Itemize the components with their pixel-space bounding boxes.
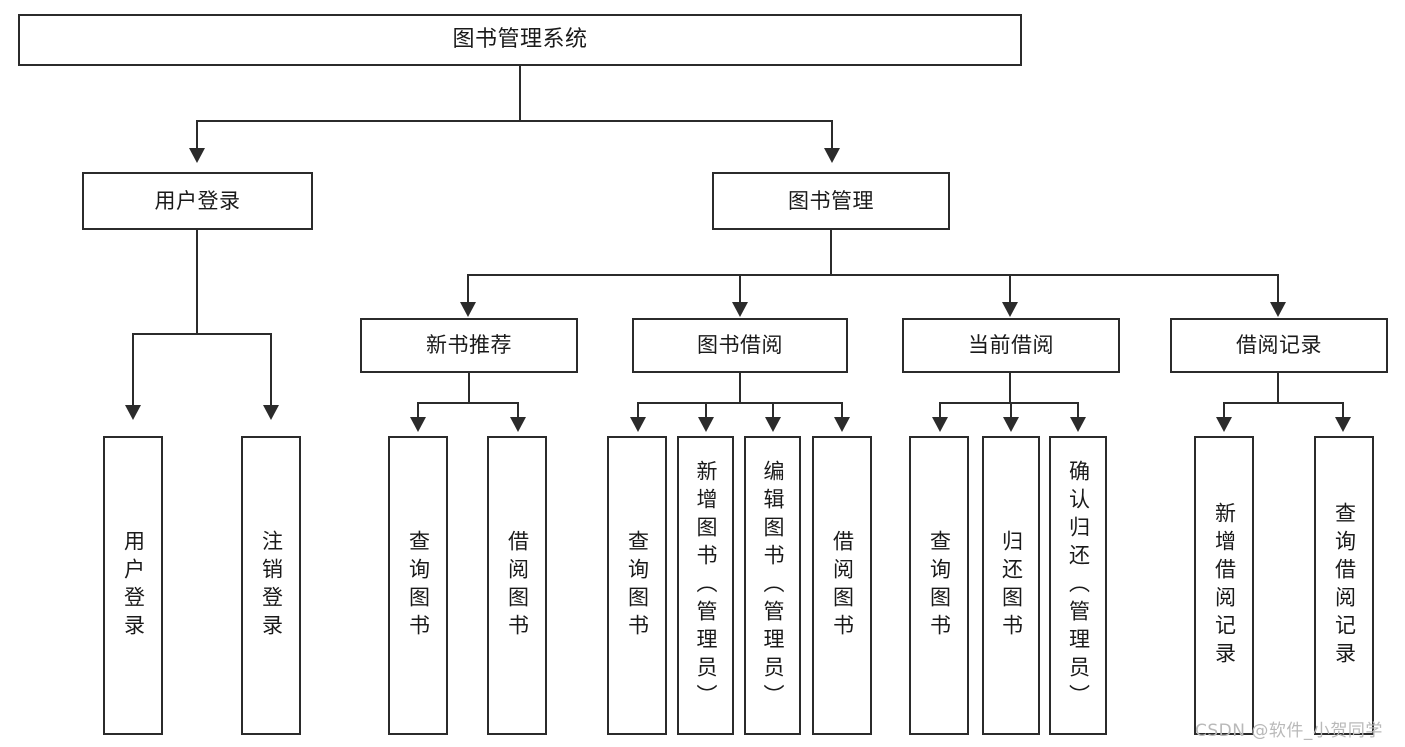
- node-label: 图书管理系统: [452, 27, 588, 53]
- connector-root-stem: [519, 66, 521, 121]
- leaf-confirm-return-admin[interactable]: 确认归还（管理员）: [1049, 436, 1107, 735]
- connector-user-login-bus: [132, 333, 272, 335]
- node-current-borrow[interactable]: 当前借阅: [902, 318, 1120, 373]
- connector-borrow-record-drop-1: [1223, 402, 1225, 419]
- connector-new-book-drop-2: [517, 402, 519, 419]
- node-label: 图书借阅: [697, 333, 783, 358]
- arrow-to-leaf-add-book: [698, 417, 714, 432]
- arrow-root-to-book-manage: [824, 148, 840, 163]
- connector-new-book-bus: [417, 402, 519, 404]
- node-label: 新书推荐: [426, 333, 512, 358]
- node-label: 用户登录: [121, 529, 146, 642]
- leaf-query-borrow-record[interactable]: 查询借阅记录: [1314, 436, 1374, 735]
- arrow-to-new-book-recommend: [460, 302, 476, 317]
- leaf-borrow-book-recommend[interactable]: 借阅图书: [487, 436, 547, 735]
- connector-current-borrow-drop-3: [1077, 402, 1079, 419]
- node-label: 归还图书: [999, 529, 1024, 642]
- node-label: 用户登录: [154, 188, 241, 213]
- connector-borrow-record-stem: [1277, 373, 1279, 403]
- node-label: 注销登录: [259, 529, 284, 642]
- arrow-root-to-user-login: [189, 148, 205, 163]
- connector-current-borrow-drop-2: [1010, 402, 1012, 419]
- connector-new-book-stem: [468, 373, 470, 403]
- arrow-to-leaf-confirm-return: [1070, 417, 1086, 432]
- arrow-to-leaf-borrow-book-1: [510, 417, 526, 432]
- connector-book-borrow-bus: [637, 402, 843, 404]
- node-label: 查询借阅记录: [1332, 501, 1357, 670]
- csdn-watermark: CSDN @软件_小贺同学: [1195, 721, 1383, 741]
- node-label: 借阅图书: [830, 529, 855, 642]
- node-label: 查询图书: [406, 529, 431, 642]
- arrow-to-leaf-query-book-3: [932, 417, 948, 432]
- connector-user-login-stem: [196, 230, 198, 334]
- connector-book-borrow-stem: [739, 373, 741, 403]
- leaf-return-book[interactable]: 归还图书: [982, 436, 1040, 735]
- connector-book-manage-bus: [467, 274, 1278, 276]
- leaf-query-book-current[interactable]: 查询图书: [909, 436, 969, 735]
- node-label: 图书管理: [788, 188, 874, 213]
- connector-book-borrow-drop-1: [637, 402, 639, 419]
- connector-current-borrow-stem: [1009, 373, 1011, 403]
- arrow-to-borrow-record: [1270, 302, 1286, 317]
- arrow-to-leaf-add-record: [1216, 417, 1232, 432]
- node-label: 查询图书: [927, 529, 952, 642]
- arrow-to-leaf-return-book: [1003, 417, 1019, 432]
- connector-new-book-drop-1: [417, 402, 419, 419]
- node-borrow-record[interactable]: 借阅记录: [1170, 318, 1388, 373]
- leaf-query-book-recommend[interactable]: 查询图书: [388, 436, 448, 735]
- arrow-to-leaf-query-book-1: [410, 417, 426, 432]
- connector-root-to-user-login: [196, 120, 198, 150]
- leaf-logout[interactable]: 注销登录: [241, 436, 301, 735]
- connector-book-borrow-drop-4: [841, 402, 843, 419]
- connector-user-login-drop-1: [132, 333, 134, 407]
- node-label: 查询图书: [625, 529, 650, 642]
- node-book-borrow[interactable]: 图书借阅: [632, 318, 848, 373]
- connector-user-login-drop-2: [270, 333, 272, 407]
- connector-current-borrow-drop-1: [939, 402, 941, 419]
- arrow-to-leaf-query-book-2: [630, 417, 646, 432]
- arrow-to-leaf-user-login: [125, 405, 141, 420]
- node-label: 新增借阅记录: [1212, 501, 1237, 670]
- node-new-book-recommend[interactable]: 新书推荐: [360, 318, 578, 373]
- node-label: 新增图书（管理员）: [694, 459, 718, 712]
- connector-current-borrow-bus: [939, 402, 1079, 404]
- node-label: 确认归还（管理员）: [1066, 459, 1091, 712]
- connector-borrow-record-bus: [1223, 402, 1343, 404]
- connector-book-manage-drop-1: [467, 274, 469, 304]
- arrow-to-leaf-edit-book: [765, 417, 781, 432]
- node-user-login[interactable]: 用户登录: [82, 172, 313, 230]
- leaf-query-book-borrow[interactable]: 查询图书: [607, 436, 667, 735]
- node-label: 借阅图书: [505, 529, 530, 642]
- connector-borrow-record-drop-2: [1342, 402, 1344, 419]
- leaf-user-login[interactable]: 用户登录: [103, 436, 163, 735]
- node-label: 借阅记录: [1236, 333, 1322, 358]
- node-root-system[interactable]: 图书管理系统: [18, 14, 1022, 66]
- connector-book-borrow-drop-3: [772, 402, 774, 419]
- connector-book-manage-drop-3: [1009, 274, 1011, 304]
- arrow-to-current-borrow: [1002, 302, 1018, 317]
- node-book-management[interactable]: 图书管理: [712, 172, 950, 230]
- arrow-to-leaf-borrow-book-2: [834, 417, 850, 432]
- leaf-add-borrow-record[interactable]: 新增借阅记录: [1194, 436, 1254, 735]
- connector-root-bus: [196, 120, 833, 122]
- arrow-to-book-borrow: [732, 302, 748, 317]
- arrow-to-leaf-logout: [263, 405, 279, 420]
- leaf-add-book-admin[interactable]: 新增图书（管理员）: [677, 436, 734, 735]
- connector-root-to-book-manage: [831, 120, 833, 150]
- connector-book-manage-drop-4: [1277, 274, 1279, 304]
- connector-book-manage-stem: [830, 230, 832, 275]
- connector-book-borrow-drop-2: [705, 402, 707, 419]
- node-label: 编辑图书（管理员）: [761, 459, 785, 712]
- connector-book-manage-drop-2: [739, 274, 741, 304]
- node-label: 当前借阅: [968, 333, 1054, 358]
- leaf-borrow-book[interactable]: 借阅图书: [812, 436, 872, 735]
- leaf-edit-book-admin[interactable]: 编辑图书（管理员）: [744, 436, 801, 735]
- arrow-to-leaf-query-record: [1335, 417, 1351, 432]
